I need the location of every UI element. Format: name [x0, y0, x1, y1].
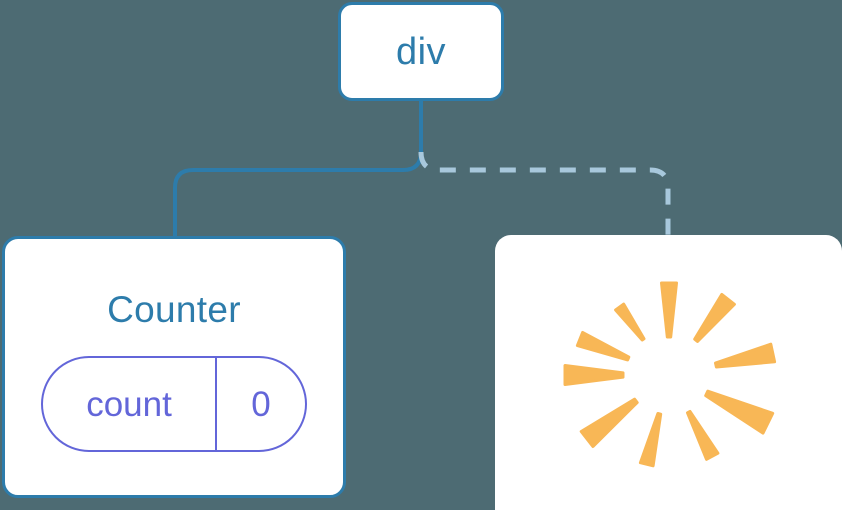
edge-root-to-counter — [173, 99, 423, 238]
state-pill-key-cell: count — [43, 358, 217, 450]
state-pill-key: count — [86, 384, 172, 424]
burst-ray-7 — [704, 389, 775, 435]
edge-root-to-burst — [418, 151, 671, 236]
node-div-label: div — [395, 30, 447, 73]
state-pill-value-cell: 0 — [217, 358, 305, 450]
burst-ray-3 — [563, 364, 625, 386]
state-pill-count[interactable]: count 0 — [41, 356, 307, 452]
sparkle-burst-icon — [563, 281, 777, 468]
burst-ray-0 — [660, 281, 678, 339]
burst-ray-5 — [638, 412, 663, 468]
burst-ray-8 — [714, 342, 777, 369]
burst-ray-1 — [614, 302, 646, 342]
node-div[interactable]: div — [338, 2, 504, 101]
state-pill-value: 0 — [251, 384, 271, 424]
burst-ray-9 — [693, 292, 736, 343]
node-counter-title: Counter — [107, 289, 241, 330]
burst-ray-4 — [579, 397, 639, 448]
burst-ray-6 — [686, 409, 720, 461]
node-counter[interactable]: Counter count 0 — [2, 236, 346, 498]
burst-ray-2 — [575, 331, 631, 362]
node-burst[interactable] — [495, 235, 842, 510]
